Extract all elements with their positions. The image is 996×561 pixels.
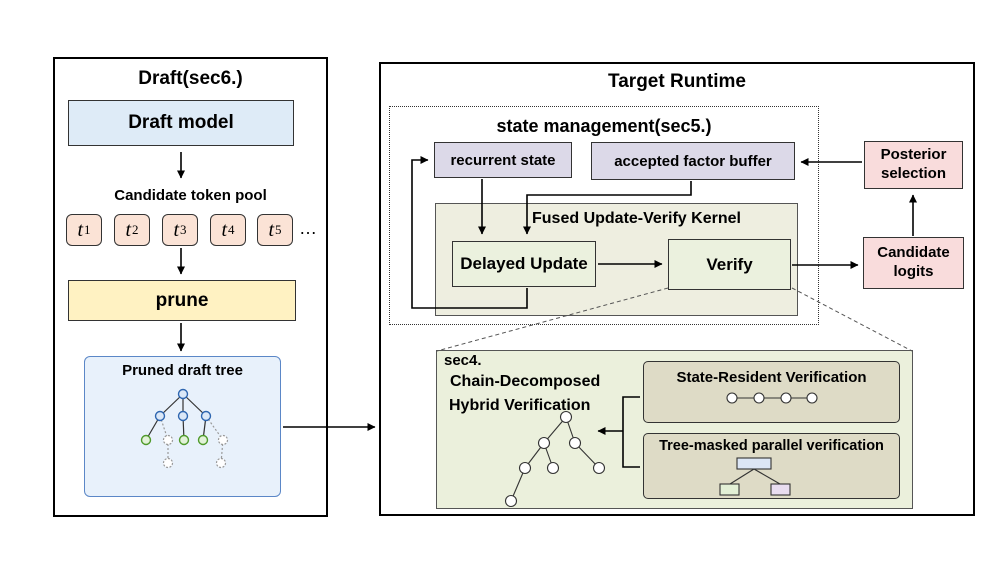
posterior-selection-line2: selection	[880, 165, 947, 182]
sec4-title-line1: Chain-Decomposed	[450, 373, 601, 390]
posterior-selection-line1: Posterior	[880, 146, 947, 164]
sec4-heading: sec4.	[444, 352, 482, 369]
recurrent-state-box: recurrent state	[434, 142, 572, 178]
token-t2-sub: 2	[132, 222, 139, 237]
fused-kernel-title: Fused Update-Verify Kernel	[532, 210, 741, 227]
token-t5-sub: 5	[275, 222, 282, 237]
draft-model-box: Draft model	[68, 100, 294, 146]
posterior-selection-box: Posterior selection	[864, 141, 963, 189]
candidate-logits-box: Candidate logits	[863, 237, 964, 289]
candidate-token-pool-label: Candidate token pool	[114, 187, 267, 204]
token-t4-sub: 4	[228, 222, 235, 237]
pruned-draft-tree-label: Pruned draft tree	[122, 362, 243, 379]
candidate-logits-line2: logits	[893, 263, 934, 280]
prune-box: prune	[68, 280, 296, 321]
token-t5-base: t	[268, 218, 275, 241]
token-t2-base: t	[125, 218, 132, 241]
draft-panel-title: Draft(sec6.)	[138, 68, 243, 89]
token-t1-sub: 1	[84, 222, 91, 237]
delayed-update-box: Delayed Update	[452, 241, 596, 287]
state-resident-label: State-Resident Verification	[676, 369, 867, 386]
verify-box: Verify	[668, 239, 791, 290]
candidate-logits-line1: Candidate	[877, 244, 950, 262]
tree-masked-label: Tree-masked parallel verification	[659, 438, 884, 454]
token-t1-base: t	[77, 218, 84, 241]
token-ellipsis: …	[299, 218, 317, 238]
token-t3-sub: 3	[180, 222, 187, 237]
accepted-factor-buffer-box: accepted factor buffer	[591, 142, 795, 180]
sec4-title-line2: Hybrid Verification	[449, 397, 591, 414]
state-management-title: state management(sec5.)	[496, 116, 712, 136]
token-t3-base: t	[173, 218, 180, 241]
target-runtime-title: Target Runtime	[608, 71, 746, 92]
state-resident-card	[643, 361, 900, 423]
token-t4-base: t	[221, 218, 228, 241]
